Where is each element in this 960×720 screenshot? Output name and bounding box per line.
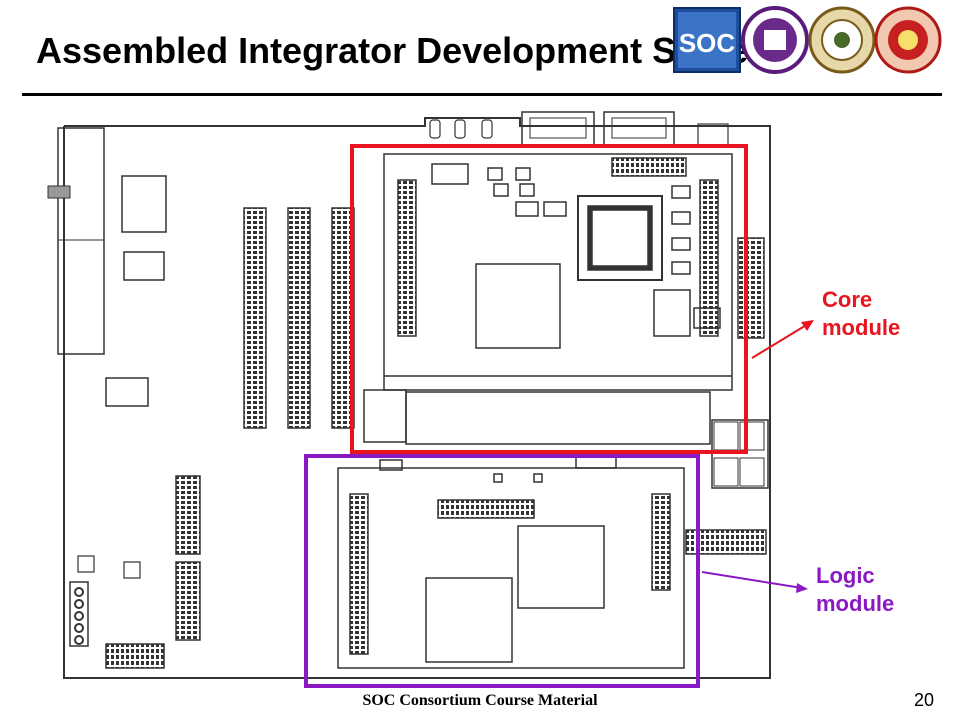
university-emblem-logo: [874, 6, 942, 74]
logic-callout-arrow: [701, 571, 808, 593]
core-module-highlight-box: [350, 144, 748, 454]
core-module-board: [363, 153, 733, 445]
memory-slots: [243, 207, 355, 429]
slide-title: Assembled Integrator Development System: [36, 30, 781, 71]
core-label-line2: module: [822, 315, 901, 340]
logic-label-line2: module: [816, 591, 895, 616]
logo-strip: SOC: [673, 6, 942, 74]
soc-consortium-logo: SOC: [673, 7, 741, 73]
logic-module-board: [337, 455, 685, 669]
slide-footer: SOC Consortium Course Material: [362, 692, 598, 709]
page-number: 20: [913, 690, 934, 710]
motherboard: [47, 111, 771, 679]
core-callout-arrow: [751, 320, 814, 359]
logic-label-line1: Logic: [816, 563, 875, 588]
title-underline: [22, 93, 942, 96]
university-seal-logo: [741, 6, 809, 74]
soc-logo-text: SOC: [679, 28, 736, 58]
university-crest-logo: [808, 6, 876, 74]
logic-module-highlight-box: [304, 454, 700, 688]
core-module-label: Core module: [822, 286, 900, 342]
core-label-line1: Core: [822, 287, 873, 312]
logic-module-label: Logic module: [816, 562, 894, 618]
